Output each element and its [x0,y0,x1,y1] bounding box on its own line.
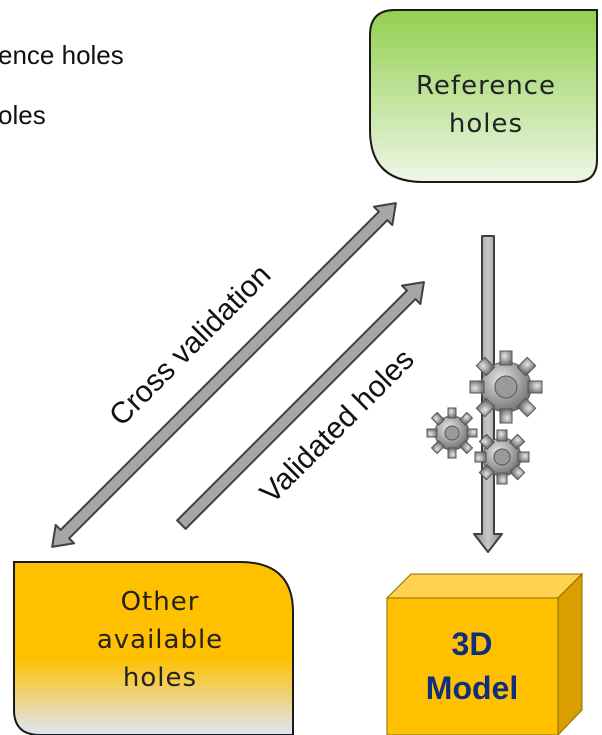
reference-holes-box [369,9,598,183]
3d-model-label: 3D Model [392,622,552,710]
3d-model-cube [385,572,584,735]
top-text-line-1: ence holes [0,40,124,70]
other-holes-box [13,561,294,735]
cross-validation-arrow [51,202,397,548]
reference-holes-label: Reference holes [375,67,597,143]
cube-label-line-2: Model [425,670,519,706]
cube-label-line-1: 3D [451,626,493,662]
reference-label-line-1: Reference [416,71,556,101]
other-label-line-2: available [96,625,224,655]
other-holes-label: Other available holes [45,583,275,697]
gear-icon [474,429,530,485]
top-text-line-2: oles [0,100,46,130]
validated-holes-arrow [176,281,425,530]
other-label-line-1: Other [120,587,200,617]
reference-label-line-2: holes [448,109,524,139]
gear-icon [426,407,478,459]
gear-icon [469,350,543,424]
other-label-line-3: holes [122,663,198,693]
